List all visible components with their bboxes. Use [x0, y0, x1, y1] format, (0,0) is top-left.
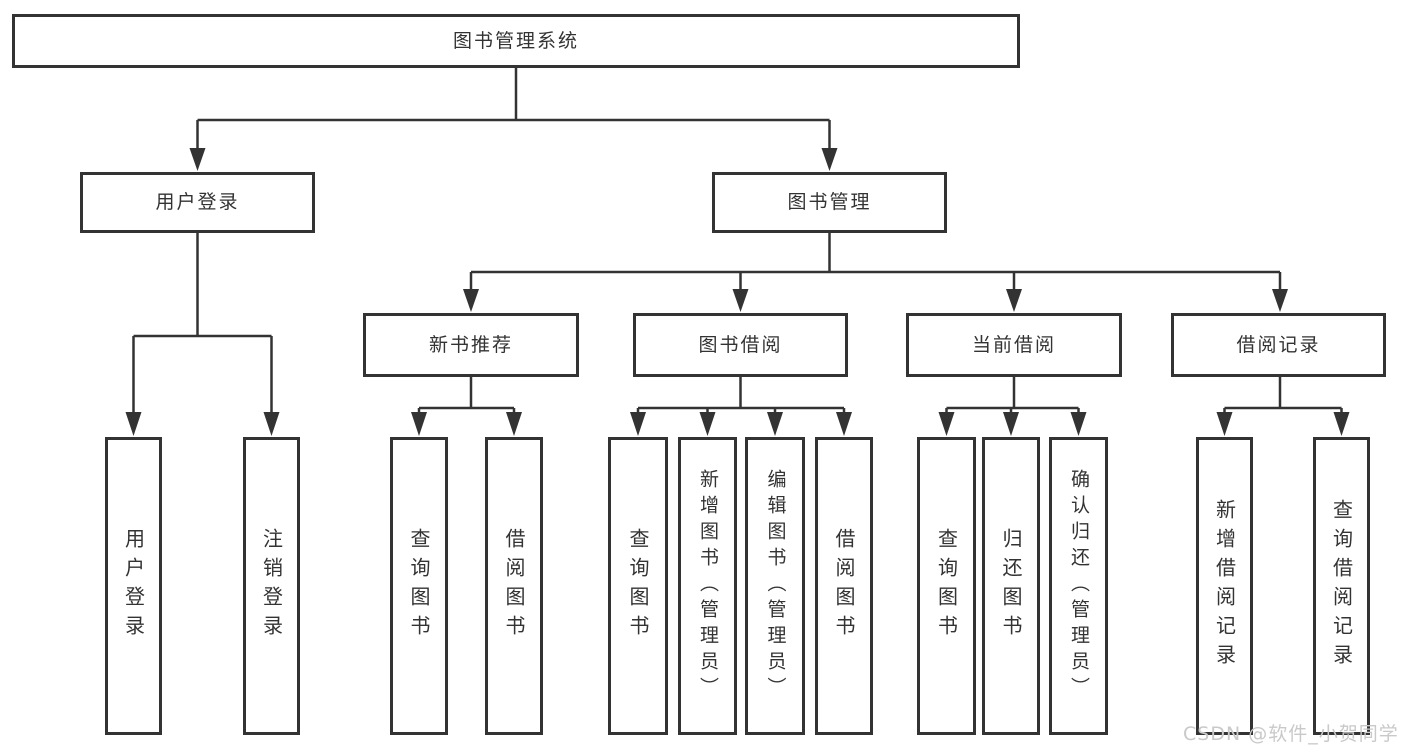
group-new-book-recommendation: 新书推荐 — [363, 313, 579, 377]
leaf-br-add-record-label: 新增借阅记录 — [1212, 499, 1237, 673]
node-book-management-label: 图书管理 — [787, 191, 872, 213]
leaf-bb-add-books-admin-label: 新增图书（管理员） — [696, 469, 719, 703]
leaf-nb-borrow-books-label: 借阅图书 — [502, 528, 526, 644]
leaf-nb-borrow-books: 借阅图书 — [485, 437, 543, 735]
leaf-nb-query-books: 查询图书 — [390, 437, 448, 735]
node-root-label: 图书管理系统 — [452, 29, 579, 52]
leaf-bb-borrow-books-label: 借阅图书 — [832, 528, 856, 644]
leaf-bb-query-books: 查询图书 — [608, 437, 668, 735]
group-book-borrowing: 图书借阅 — [633, 313, 848, 377]
leaf-br-query-record: 查询借阅记录 — [1313, 437, 1370, 735]
group-current-borrowing: 当前借阅 — [906, 313, 1122, 377]
leaf-cb-query-books: 查询图书 — [917, 437, 976, 735]
leaf-br-query-record-label: 查询借阅记录 — [1329, 499, 1354, 673]
leaf-bb-add-books-admin: 新增图书（管理员） — [678, 437, 737, 735]
leaf-cb-return-books-label: 归还图书 — [999, 528, 1023, 644]
leaf-bb-borrow-books: 借阅图书 — [815, 437, 873, 735]
leaf-cb-query-books-label: 查询图书 — [934, 528, 959, 644]
leaf-br-add-record: 新增借阅记录 — [1196, 437, 1253, 735]
leaf-logout-login-label: 注销登录 — [259, 528, 284, 644]
node-user-login: 用户登录 — [80, 172, 315, 233]
watermark: CSDN @软件_小贺同学 — [1183, 723, 1399, 745]
leaf-cb-confirm-return-admin-label: 确认归还（管理员） — [1067, 469, 1090, 703]
leaf-nb-query-books-label: 查询图书 — [407, 528, 431, 644]
group-current-borrowing-label: 当前借阅 — [971, 333, 1056, 356]
leaf-logout-login: 注销登录 — [243, 437, 300, 735]
group-borrowing-records: 借阅记录 — [1171, 313, 1386, 377]
leaf-user-login: 用户登录 — [105, 437, 162, 735]
leaf-bb-edit-books-admin-label: 编辑图书（管理员） — [764, 469, 787, 703]
leaf-cb-return-books: 归还图书 — [982, 437, 1040, 735]
leaf-user-login-label: 用户登录 — [121, 528, 146, 644]
node-book-management: 图书管理 — [712, 172, 947, 233]
leaf-cb-confirm-return-admin: 确认归还（管理员） — [1049, 437, 1108, 735]
leaf-bb-edit-books-admin: 编辑图书（管理员） — [745, 437, 805, 735]
group-borrowing-records-label: 借阅记录 — [1236, 333, 1321, 356]
group-book-borrowing-label: 图书借阅 — [698, 333, 783, 356]
leaf-bb-query-books-label: 查询图书 — [626, 528, 650, 644]
node-root: 图书管理系统 — [12, 14, 1020, 68]
node-user-login-label: 用户登录 — [155, 191, 240, 213]
group-new-book-recommendation-label: 新书推荐 — [428, 333, 513, 356]
